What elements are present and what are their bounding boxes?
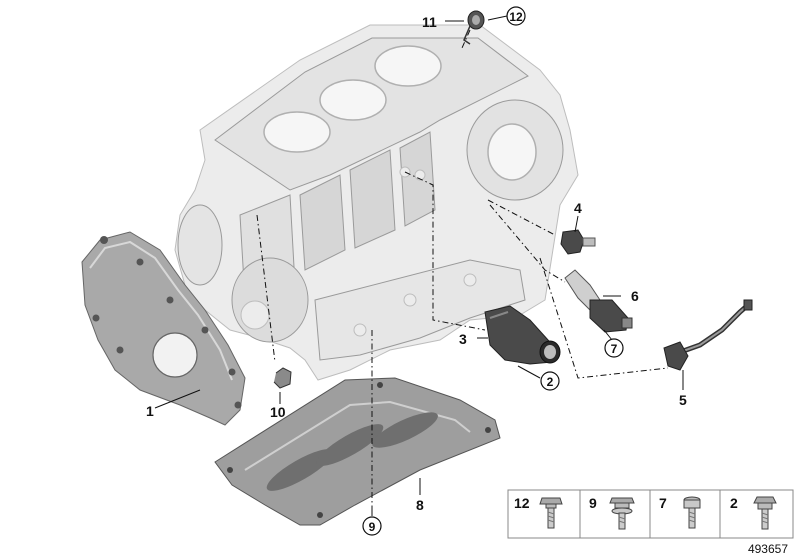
- callout-5: 5: [679, 392, 687, 408]
- callout-12: 12: [509, 10, 523, 24]
- document-number: 493657: [748, 542, 788, 556]
- flange-bolt-icon: [539, 497, 563, 529]
- control-valve: [564, 269, 633, 333]
- callout-11: 11: [422, 14, 437, 30]
- pipe-assembly: [663, 299, 753, 371]
- legend-label-4: 2: [730, 495, 738, 511]
- callout-10: 10: [270, 404, 286, 420]
- callout-labels: 11 12 3 2 4 6 7 5 1 10 8 9: [146, 6, 687, 536]
- clip-part-10: [273, 367, 292, 389]
- legend-label-2: 9: [589, 495, 597, 511]
- callout-1: 1: [146, 403, 154, 419]
- callout-8: 8: [416, 497, 424, 513]
- plug-part-11: [463, 10, 485, 45]
- legend-label-1: 12: [514, 495, 530, 511]
- callout-6: 6: [631, 288, 639, 304]
- coolant-housing: [484, 305, 561, 365]
- legend-label-3: 7: [659, 495, 667, 511]
- timing-cover: [81, 231, 246, 426]
- assembly-lines: [256, 29, 669, 510]
- engine-block: [174, 24, 579, 381]
- hex-bolt-icon: [753, 496, 777, 530]
- sensor-part-4: [560, 229, 596, 255]
- callout-4: 4: [574, 200, 582, 216]
- leader-lines: [154, 15, 684, 516]
- fastener-legend: 12 9 7 2: [507, 489, 794, 539]
- callout-9: 9: [369, 520, 376, 534]
- socket-screw-icon: [683, 496, 701, 529]
- callout-2: 2: [547, 375, 554, 389]
- collared-bolt-icon: [609, 497, 635, 530]
- oil-pan-stiffener: [214, 377, 501, 526]
- callout-7: 7: [611, 342, 618, 356]
- callout-3: 3: [459, 331, 467, 347]
